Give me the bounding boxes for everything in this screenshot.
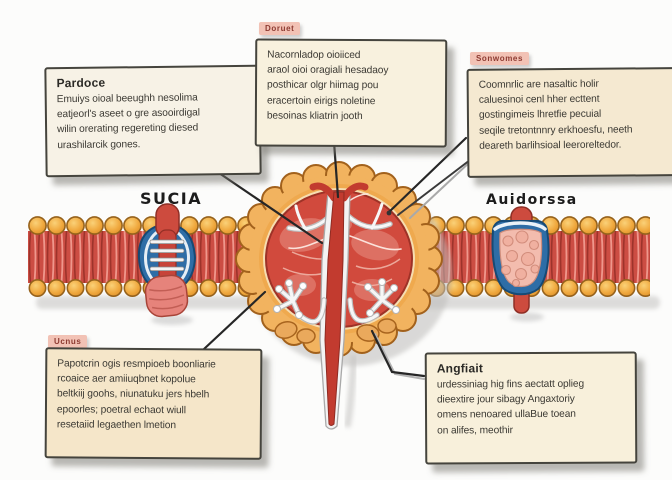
leader-line-top-right-b	[397, 159, 471, 216]
note-line: urdessiniag hig fins aectatt oplieg	[436, 378, 585, 391]
leader-line-bottom-right-shadow	[374, 333, 425, 380]
note-line: eracertoin eirigs noletine	[266, 95, 376, 107]
leader-line-bottom-right	[370, 329, 426, 378]
calyx-cluster-left	[273, 279, 327, 325]
note-line: Papotcrin ogis resmpioeb boonliarie	[57, 358, 216, 371]
annotation-title: Pardoce	[56, 75, 106, 91]
note-line: Nacornladop oioiiced	[267, 49, 361, 62]
right-channel-protein	[491, 206, 550, 322]
annotation-box-top-left: Pardoce Emuiys oioal beeughh nesolima ea…	[44, 64, 262, 178]
note-line: Coomnrlic are nasaltic holir	[478, 78, 599, 91]
annotation-box-top-middle: Nacornladop oioiiced araol oioi oragiali…	[254, 38, 448, 148]
note-line: araol oioi oragiali hesadaoy	[267, 64, 389, 77]
leader-line-anchor-dot	[386, 210, 392, 216]
protein-core	[158, 229, 177, 283]
central-organ	[235, 161, 452, 430]
protein-bottom-lobe	[144, 274, 189, 318]
calyx-cluster-right	[347, 278, 400, 324]
note-line: deareth barlihsioal leeroreltedor.	[479, 139, 622, 152]
channel-cobble-texture	[500, 230, 540, 288]
note-line: omens nenoared ullaBue toean	[437, 409, 576, 421]
leader-line-top-right-a	[387, 136, 468, 214]
protein-label-right: Auidorssa	[486, 192, 578, 208]
note-line: resetaiid legaethen lmetion	[56, 419, 176, 431]
organ-bottom-lobes	[274, 318, 397, 344]
left-transport-protein	[137, 203, 197, 325]
category-tag-top-right: Sonwomes	[470, 52, 530, 65]
note-line: besoinas kliatrin jooth	[266, 110, 363, 122]
note-line: caluesinoi cenl hher ecttent	[478, 93, 600, 107]
note-line: on alifes, meothir	[437, 424, 513, 437]
note-line: urashilarcik gones.	[57, 138, 141, 151]
annotation-title: Angfiait	[436, 361, 484, 376]
leader-lines	[195, 126, 473, 380]
note-line: posthicar olgr hiimag pou	[267, 79, 379, 92]
note-line: epoorles; poetral echaot wiull	[56, 403, 186, 416]
category-tag-bottom-left: Ucnus	[48, 335, 88, 348]
category-tag-top-middle: Doruet	[259, 22, 301, 35]
annotation-box-bottom-left: Papotcrin ogis resmpioeb boonliarie rcoa…	[44, 347, 263, 460]
tube-shadow	[343, 354, 358, 428]
annotation-box-top-right: Coomnrlic are nasaltic holir caluesinoi …	[466, 67, 672, 178]
leader-line-bottom-left	[202, 290, 267, 351]
note-line: seqile tretontnnry erkhoesfu, neeth	[479, 124, 633, 137]
annotation-box-bottom-right: Angfiait urdessiniag hig fins aectatt op…	[424, 351, 638, 465]
note-line: dieextire jour sibagy Angaxtoriy	[436, 393, 575, 406]
note-line: rcoaice aer amiiuqbnet kopolue	[57, 373, 196, 386]
note-line: gostingimeis lhretfie pecuial	[478, 109, 602, 122]
leader-line-top-right-shadow	[409, 159, 473, 219]
protein-ladder-bars	[149, 239, 185, 271]
protein-label-left: SUCIA	[140, 189, 203, 208]
note-line: beltkiij goohs, niunatuku jers hbelh	[57, 388, 210, 401]
tube-red-core	[309, 182, 369, 426]
